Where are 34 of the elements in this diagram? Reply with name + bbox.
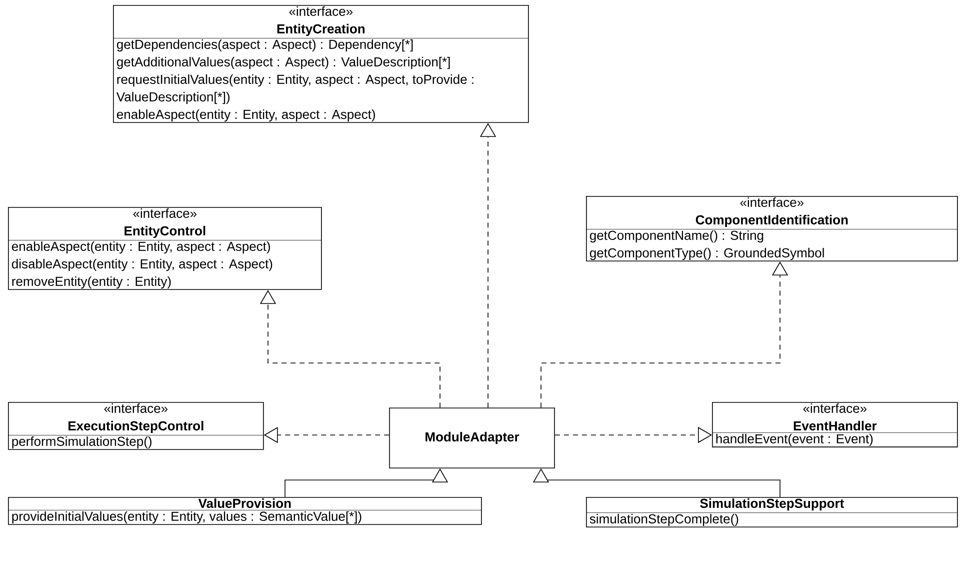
class-box	[113, 4, 529, 123]
stereotype-label: «interface»	[803, 403, 867, 413]
method-signature: disableAspect(entity : Entity, aspect : Aspect)	[12, 258, 272, 272]
stereotype-label: «interface»	[104, 403, 168, 413]
class-name: ValueProvision	[198, 498, 291, 508]
stereotype-label: «interface»	[133, 208, 197, 218]
method-signature: performSimulationStep()	[12, 436, 152, 449]
class-name: EventHandler	[794, 420, 877, 430]
method-signature: getComponentType() : GroundedSymbol	[590, 248, 824, 260]
method-signature: enableAspect(entity : Entity, aspect : Aspect)	[12, 241, 270, 254]
method-signature: getComponentName() : String	[590, 230, 764, 243]
method-signature: requestInitialValues(entity : Entity, aspect : Aspect, toProvide : ValueDescription[*])	[116, 74, 474, 104]
method-signature: simulationStepComplete()	[590, 514, 738, 526]
class-box	[8, 207, 322, 290]
method-signature: provideInitialValues(entity : Entity, values : SemanticValue[*])	[12, 511, 362, 524]
class-name: SimulationStepSupport	[700, 498, 844, 511]
stereotype-label: «interface»	[289, 6, 353, 16]
method-signature: handleEvent(event : Event)	[716, 434, 873, 446]
method-signature: removeEntity(entity : Entity)	[12, 276, 171, 289]
method-signature: enableAspect(entity : Entity, aspect : Aspect)	[116, 109, 375, 122]
class-box	[586, 196, 958, 262]
method-signature: getDependencies(aspect : Aspect) : Dependency[*]	[116, 39, 413, 52]
class-box	[712, 402, 958, 448]
class-box	[389, 408, 555, 468]
class-box	[8, 497, 482, 525]
class-box	[586, 497, 958, 528]
class-name: EntityCreation	[277, 24, 365, 36]
stereotype-label: «interface»	[740, 197, 804, 207]
method-signature: getAdditionalValues(aspect : Aspect) : ValueDescription[*]	[116, 56, 450, 70]
class-name: ComponentIdentification	[696, 214, 848, 228]
class-box	[8, 402, 264, 450]
class-name: ModuleAdapter	[426, 432, 520, 444]
class-name: EntityControl	[124, 226, 206, 238]
class-name: ExecutionStepControl	[68, 420, 204, 434]
